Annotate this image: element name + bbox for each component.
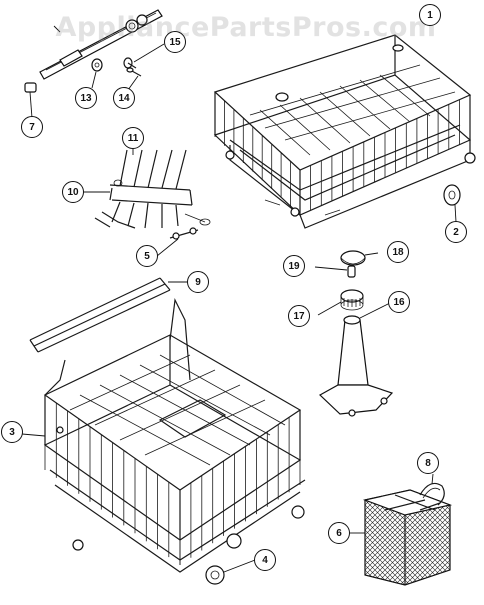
upper-rack xyxy=(213,34,476,229)
lower-rack xyxy=(21,297,306,573)
callout-6: 6 xyxy=(328,522,350,544)
callout-7: 7 xyxy=(21,116,43,138)
callout-11: 11 xyxy=(122,127,144,149)
upper-rack-roller xyxy=(443,184,461,223)
callout-10: 10 xyxy=(62,181,84,203)
callout-13: 13 xyxy=(75,87,97,109)
callout-15: 15 xyxy=(164,31,186,53)
callout-2: 2 xyxy=(445,221,467,243)
spray-tower-assembly xyxy=(314,250,394,417)
silverware-basket xyxy=(349,473,453,586)
callout-16: 16 xyxy=(388,291,410,313)
tine-row-assembly xyxy=(82,148,211,229)
callout-19: 19 xyxy=(283,255,305,277)
callout-18: 18 xyxy=(387,241,409,263)
rack-rail-assembly xyxy=(24,9,165,119)
callout-14: 14 xyxy=(113,87,135,109)
callout-1: 1 xyxy=(419,4,441,26)
callout-17: 17 xyxy=(288,305,310,327)
callout-9: 9 xyxy=(187,271,209,293)
callout-4: 4 xyxy=(254,549,276,571)
callout-8: 8 xyxy=(417,452,439,474)
callout-5: 5 xyxy=(136,245,158,267)
rack-wheel xyxy=(205,559,256,585)
clip-part xyxy=(156,227,199,257)
callout-3: 3 xyxy=(1,421,23,443)
rack-rails xyxy=(29,277,188,353)
